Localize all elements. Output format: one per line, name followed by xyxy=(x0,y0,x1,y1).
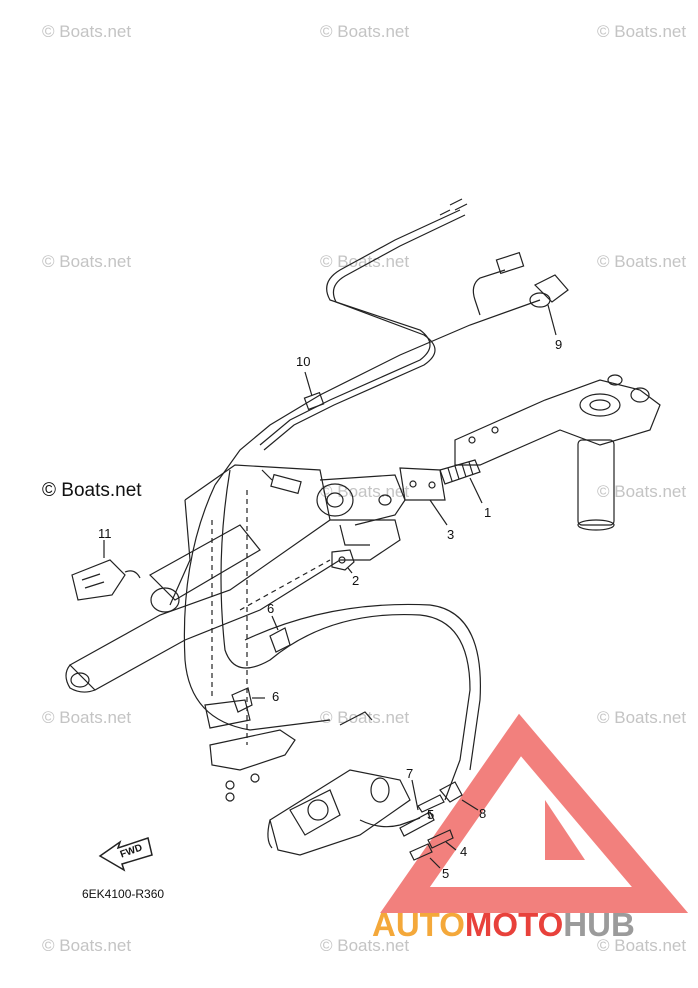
callout-2: 2 xyxy=(352,573,360,588)
callout-5: 5 xyxy=(427,807,435,822)
part-5-clip xyxy=(409,794,445,869)
part-2-nut xyxy=(331,549,355,574)
watermark: © Boats.net xyxy=(42,708,132,727)
callout-6: 6 xyxy=(267,601,275,616)
watermark: © Boats.net xyxy=(597,936,687,955)
link-mechanism xyxy=(267,711,421,856)
part-3-plate xyxy=(399,467,448,526)
assembly-guide-lines xyxy=(211,490,331,745)
swivel-arm xyxy=(454,374,661,531)
callout-7: 7 xyxy=(406,766,414,781)
watermark: © Boats.net xyxy=(597,482,687,501)
watermark: © Boats.net xyxy=(597,252,687,271)
part-4-rod xyxy=(427,829,457,851)
callout-6b: 6 xyxy=(272,689,280,704)
callout-5b: 5 xyxy=(442,866,450,881)
brand-part-2: MOTO xyxy=(464,906,564,943)
watermark: © Boats.net xyxy=(320,22,410,41)
part-8-joint xyxy=(439,781,479,811)
part-11-grip xyxy=(71,540,141,601)
fwd-arrow-icon xyxy=(98,837,153,872)
watermark: © Boats.net xyxy=(320,708,410,727)
watermark: © Boats.net xyxy=(320,936,410,955)
part-6-clip xyxy=(231,615,291,713)
callout-9: 9 xyxy=(555,337,563,352)
brand-part-1: AUTO xyxy=(372,906,465,943)
brand-logo-text: AUTOMOTOHUB xyxy=(372,906,635,944)
harness-loop xyxy=(183,469,482,801)
part-1-stud xyxy=(439,459,483,504)
control-cables xyxy=(214,198,569,486)
watermark: © Boats.net xyxy=(42,252,132,271)
part-10-clamp xyxy=(303,371,325,411)
callout-10: 10 xyxy=(296,354,311,369)
copyright-notice: © Boats.net xyxy=(42,480,142,501)
callout-3: 3 xyxy=(447,527,455,542)
callout-8: 8 xyxy=(479,806,487,821)
watermark: © Boats.net xyxy=(597,22,687,41)
lower-bracket xyxy=(204,699,296,802)
watermark: © Boats.net xyxy=(597,708,687,727)
callout-11: 11 xyxy=(98,526,112,541)
brand-part-3: HUB xyxy=(563,906,635,943)
drawing-code: 6EK4100-R360 xyxy=(82,887,165,901)
watermark: © Boats.net xyxy=(42,22,132,41)
callout-1: 1 xyxy=(484,505,492,520)
watermark: © Boats.net xyxy=(320,252,410,271)
wiring-connector xyxy=(261,469,302,495)
part-7-rod xyxy=(399,779,435,837)
callout-4: 4 xyxy=(460,844,468,859)
watermark: © Boats.net xyxy=(42,936,132,955)
